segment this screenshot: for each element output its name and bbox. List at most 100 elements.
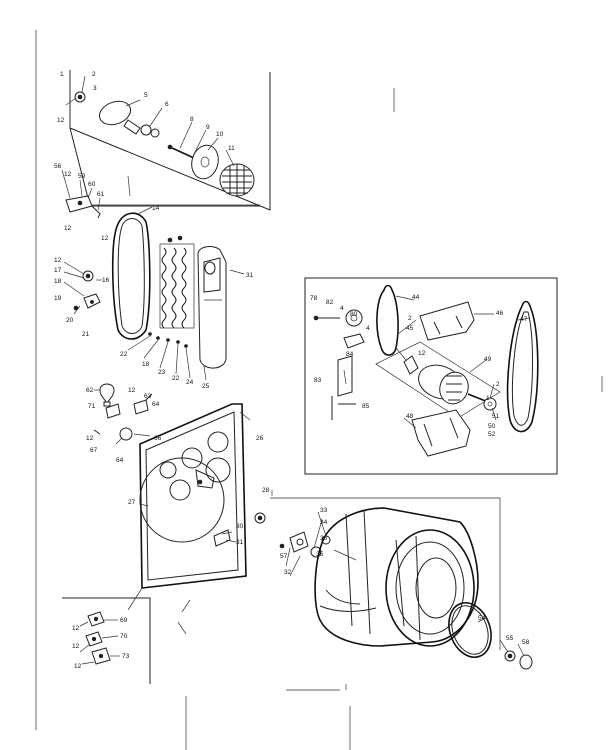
callout-30: 30 bbox=[236, 523, 244, 530]
callout-64: 64 bbox=[152, 401, 160, 408]
callout-48: 48 bbox=[406, 413, 414, 420]
motor-mount-top-part bbox=[419, 301, 475, 341]
callout-46: 46 bbox=[496, 310, 504, 317]
inset-frame bbox=[62, 597, 151, 684]
control-parts-group bbox=[93, 383, 153, 445]
nut-part bbox=[150, 128, 160, 138]
callout-45: 45 bbox=[406, 325, 414, 332]
callout-12-i: 12 bbox=[72, 643, 80, 650]
switch-part bbox=[105, 403, 121, 419]
callout-3: 3 bbox=[93, 85, 97, 92]
callout-24: 24 bbox=[186, 379, 194, 386]
callout-63: 63 bbox=[144, 393, 152, 400]
callout-58: 58 bbox=[522, 639, 530, 646]
callout-18-b: 18 bbox=[142, 361, 150, 368]
callout-62: 62 bbox=[86, 387, 94, 394]
bulkhead-group bbox=[127, 403, 251, 613]
door-switch-part bbox=[133, 399, 149, 415]
callout-6: 6 bbox=[165, 101, 169, 108]
washer-part bbox=[140, 124, 152, 136]
callout-31: 31 bbox=[246, 272, 254, 279]
callout-34: 34 bbox=[320, 519, 328, 526]
drive-belt-part bbox=[111, 212, 151, 340]
callout-57: 57 bbox=[280, 553, 288, 560]
motor-assembly-frame bbox=[304, 277, 558, 475]
callout-16: 16 bbox=[102, 277, 110, 284]
callout-8: 8 bbox=[190, 116, 194, 123]
callout-12-f: 12 bbox=[128, 387, 136, 394]
callout-70: 70 bbox=[120, 633, 128, 640]
callout-23: 23 bbox=[158, 369, 166, 376]
callout-5: 5 bbox=[144, 92, 148, 99]
callout-44: 44 bbox=[412, 294, 420, 301]
heater-coil-part bbox=[159, 235, 195, 329]
callout-12: 12 bbox=[57, 117, 65, 124]
callout-11: 11 bbox=[228, 145, 235, 152]
callout-12-d: 12 bbox=[101, 235, 109, 242]
front-drum-seal-part bbox=[448, 602, 492, 658]
callout-80: 80 bbox=[350, 311, 358, 318]
callout-27: 27 bbox=[128, 499, 136, 506]
callout-2-c: 2 bbox=[496, 381, 500, 388]
callout-78: 78 bbox=[310, 295, 318, 302]
motor-belt-part bbox=[376, 284, 399, 356]
callout-84: 84 bbox=[346, 351, 354, 358]
blower-wheel-part bbox=[219, 163, 255, 197]
callout-73: 73 bbox=[122, 653, 130, 660]
callout-14: 14 bbox=[152, 205, 160, 212]
callout-12-m: 12 bbox=[418, 350, 426, 357]
callout-49: 49 bbox=[484, 356, 492, 363]
heater-duct-group bbox=[61, 169, 245, 381]
callout-25: 25 bbox=[202, 383, 210, 390]
callout-17: 17 bbox=[54, 267, 62, 274]
pulley-disc-part bbox=[191, 144, 219, 180]
callout-50: 50 bbox=[488, 423, 496, 430]
callout-9: 9 bbox=[206, 124, 210, 131]
callout-18: 18 bbox=[54, 278, 62, 285]
seal-ring-part bbox=[99, 100, 131, 126]
motor-mount-bottom-part bbox=[411, 409, 471, 457]
callout-82: 82 bbox=[326, 299, 334, 306]
callout-35: 35 bbox=[316, 551, 324, 558]
callout-59: 59 bbox=[78, 173, 86, 180]
callout-60: 60 bbox=[88, 181, 96, 188]
callout-12-b: 12 bbox=[64, 171, 72, 178]
lamp-bulb-part bbox=[99, 383, 115, 403]
callout-2: 2 bbox=[92, 71, 96, 78]
callout-10: 10 bbox=[216, 131, 224, 138]
callout-32: 32 bbox=[284, 569, 292, 576]
motor-box-group bbox=[304, 277, 558, 475]
motor-part bbox=[375, 341, 501, 419]
callout-4: 4 bbox=[340, 305, 344, 312]
drum-part bbox=[314, 507, 479, 647]
callout-2-b: 2 bbox=[408, 315, 412, 322]
callout-26: 26 bbox=[256, 435, 264, 442]
callout-21: 21 bbox=[82, 331, 90, 338]
idler-arm-part bbox=[343, 333, 365, 349]
callout-19: 19 bbox=[54, 295, 62, 302]
drum-belt-part bbox=[506, 300, 539, 433]
callout-36: 36 bbox=[320, 535, 328, 542]
callout-67: 67 bbox=[90, 447, 98, 454]
callout-47: 47 bbox=[520, 316, 528, 323]
drum-group bbox=[254, 490, 533, 670]
callout-4-b: 4 bbox=[366, 325, 370, 332]
scan-marks bbox=[35, 30, 603, 750]
callout-66: 66 bbox=[154, 435, 162, 442]
callout-71: 71 bbox=[88, 403, 96, 410]
callout-83: 83 bbox=[314, 377, 322, 384]
knob-part bbox=[119, 427, 133, 441]
callout-69: 69 bbox=[120, 617, 128, 624]
inset-parts-group bbox=[62, 597, 151, 684]
heater-duct-part bbox=[197, 246, 227, 369]
callout-61: 61 bbox=[97, 191, 105, 198]
idler-pulley-part bbox=[345, 309, 363, 327]
callout-1-b: 1 bbox=[486, 395, 490, 402]
callout-85: 85 bbox=[362, 403, 370, 410]
callout-22-b: 22 bbox=[172, 375, 180, 382]
callout-33: 33 bbox=[320, 507, 328, 514]
callout-28: 28 bbox=[262, 487, 270, 494]
callout-64-b: 64 bbox=[116, 457, 124, 464]
cap-part bbox=[519, 654, 533, 670]
